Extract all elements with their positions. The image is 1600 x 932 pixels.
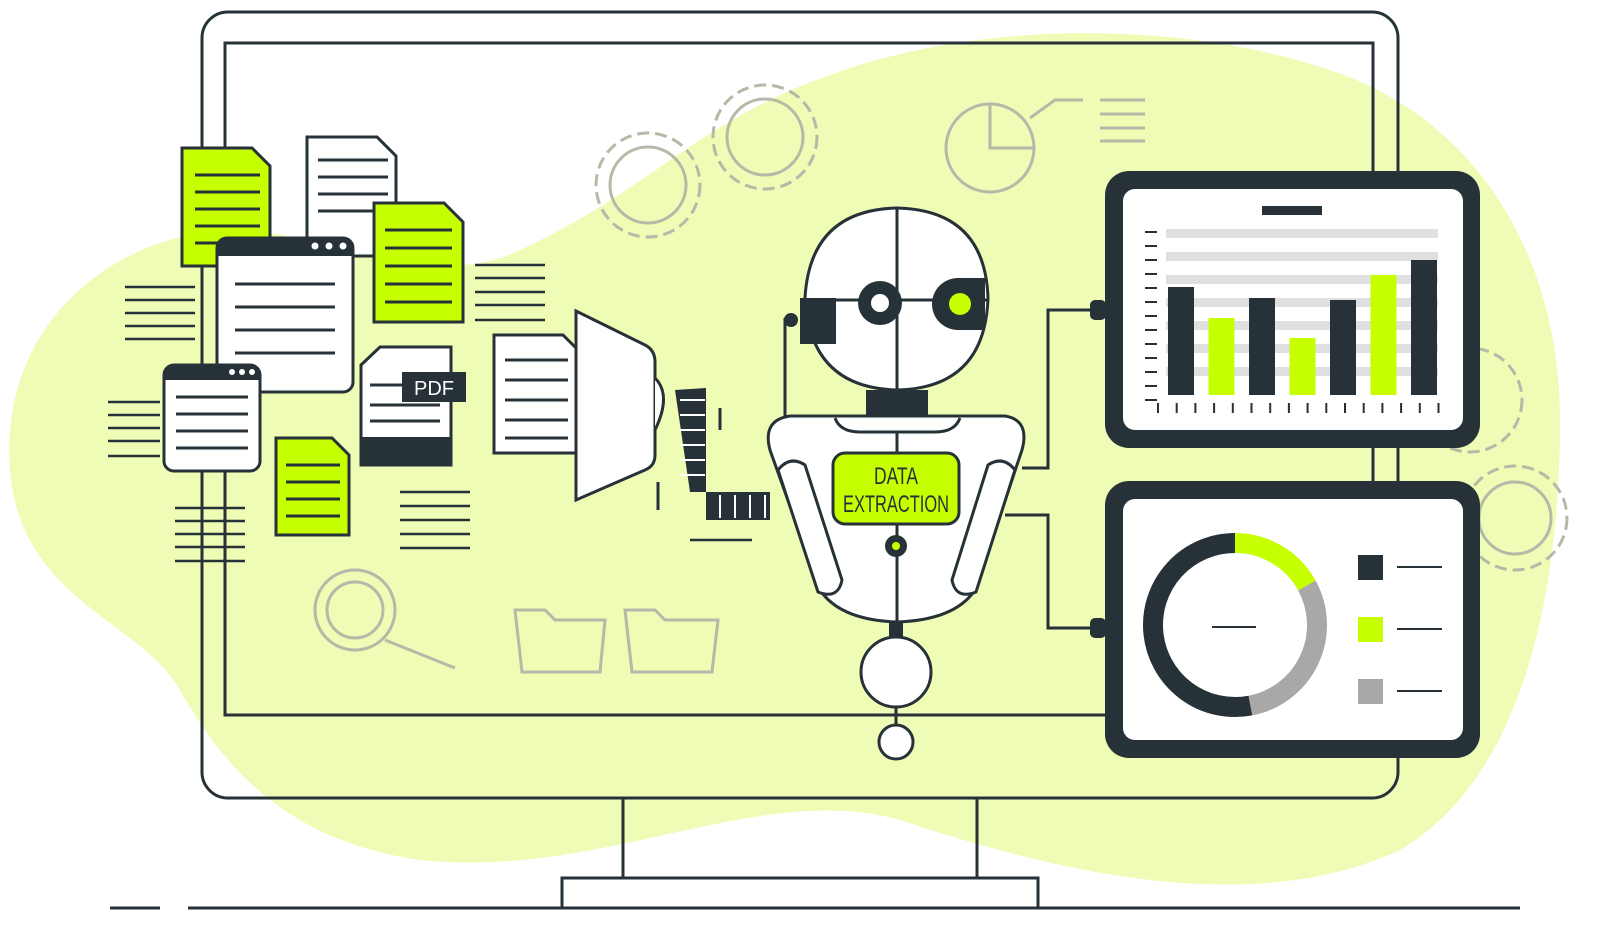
folder-icon: [513, 608, 720, 674]
bar: [1411, 260, 1437, 395]
robot: DATA EXTRACTION: [766, 206, 1026, 761]
donut-segment: [1234, 533, 1316, 591]
donut-chart-panel: [1105, 481, 1480, 758]
connector-cables: [1005, 300, 1106, 638]
bar: [1330, 300, 1356, 395]
document-being-scanned: [492, 333, 580, 455]
text-lines-decoration: [108, 263, 752, 563]
bar: [1370, 275, 1397, 395]
donut-segment: [1143, 533, 1253, 717]
badge-line-1: DATA: [874, 463, 918, 490]
browser-window: [215, 236, 355, 394]
magnifier-icon: [313, 568, 456, 670]
legend-swatch-accent: [1358, 617, 1383, 642]
gridline: [1166, 229, 1438, 238]
pie-chart-icon: [944, 98, 1145, 194]
document-green: [274, 436, 351, 537]
pdf-label: PDF: [414, 378, 454, 400]
gridline: [1166, 275, 1438, 284]
donut-segment: [1248, 580, 1327, 716]
gridline: [1166, 252, 1438, 261]
legend-swatch-dark: [1358, 555, 1383, 580]
bar: [1289, 338, 1316, 395]
browser-window: [162, 363, 262, 473]
document-green: [372, 201, 465, 324]
gridline: [1166, 321, 1438, 330]
scanner-funnel: [574, 308, 770, 520]
badge-line-2: EXTRACTION: [843, 491, 949, 518]
bar: [1249, 298, 1275, 395]
bar: [1168, 287, 1194, 395]
bar: [1208, 318, 1235, 395]
gridline: [1166, 298, 1438, 307]
pdf-document: PDF: [359, 345, 466, 467]
bar-chart-panel: [1105, 171, 1480, 448]
gear-icon: [594, 83, 1569, 572]
legend-swatch-gray: [1358, 679, 1383, 704]
